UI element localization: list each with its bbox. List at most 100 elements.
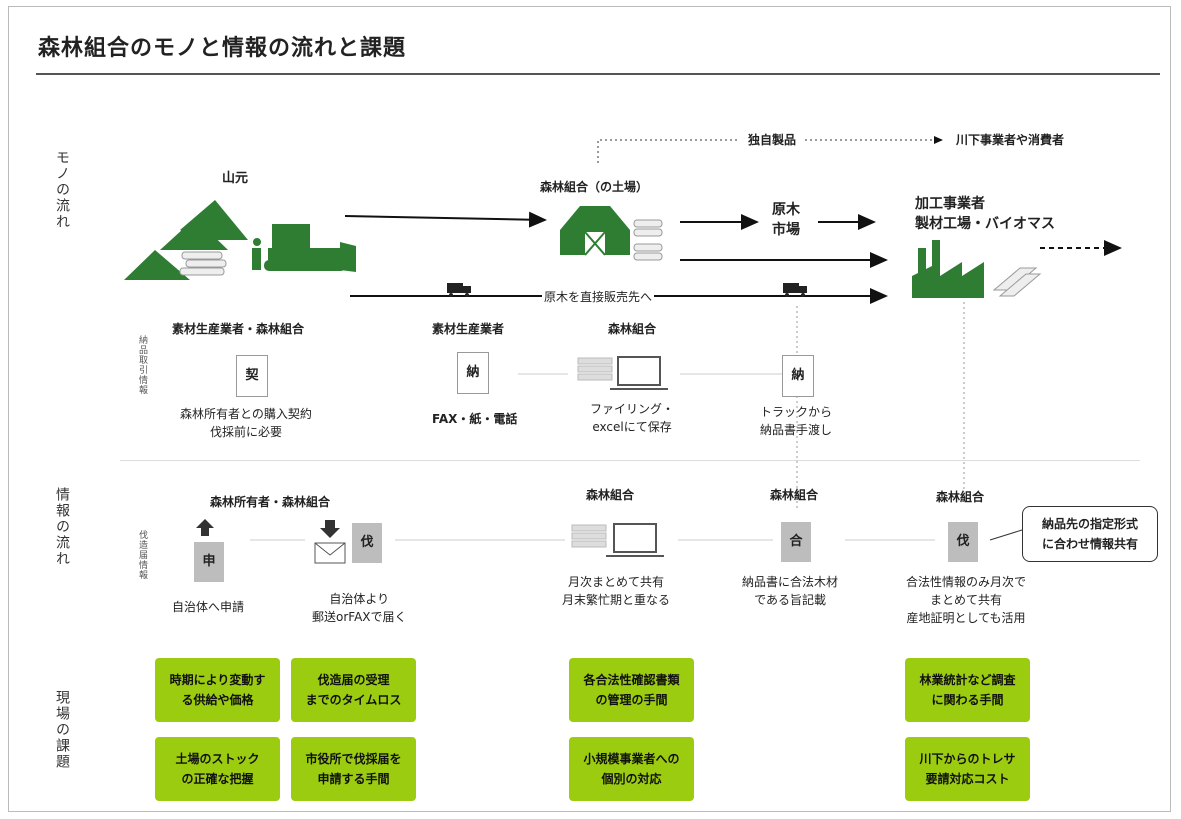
issue-line: に関わる手間 <box>931 693 1004 707</box>
delivery-doc-icon-2: 納 <box>782 355 814 397</box>
joho-text-4: 納品書に合法木材 である旨記載 <box>742 573 838 609</box>
issue-line: 川下からのトレサ <box>919 752 1016 766</box>
issue-line: 申請する手間 <box>317 772 390 786</box>
nohin-text-4b: 納品書手渡し <box>760 423 833 437</box>
barn-icon <box>560 206 630 256</box>
issue-line: の管理の手間 <box>595 693 668 707</box>
issue-line: 林業統計など調査 <box>919 673 1016 687</box>
callout-bubble: 納品先の指定形式 に合わせ情報共有 <box>1022 506 1158 562</box>
joho-head-1: 森林所有者・森林組合 <box>210 495 331 509</box>
issue-box: 小規模事業者への個別の対応 <box>569 737 694 801</box>
page-title: 森林組合のモノと情報の流れと課題 <box>38 36 407 61</box>
label-kakou-2: 製材工場・バイオマス <box>915 216 1055 232</box>
delivery-doc-icon: 納 <box>457 352 489 394</box>
bulldozer-icon <box>252 224 356 272</box>
envelope-icon <box>314 542 346 564</box>
nohin-head-1: 素材生産業者・森林組合 <box>172 322 305 336</box>
doc-char: 納 <box>466 365 480 380</box>
doc-char: 契 <box>245 368 259 383</box>
legal-doc-icon: 合 <box>781 522 811 562</box>
label-genboku: 原木 市場 <box>772 200 800 240</box>
joho-head-4: 森林組合 <box>770 488 819 502</box>
issue-line: 要請対応コスト <box>925 772 1010 786</box>
nohin-head-3: 森林組合 <box>608 322 657 336</box>
joho-text-4b: である旨記載 <box>754 593 826 607</box>
joho-text-3: 月次まとめて共有 月末繁忙期と重なる <box>562 573 670 609</box>
label-kawashimo: 川下事業者や消費者 <box>956 133 1065 147</box>
joho-head-5: 森林組合 <box>936 490 985 504</box>
doc-char: 伐 <box>956 534 970 549</box>
issue-box: 林業統計など調査に関わる手間 <box>905 658 1030 722</box>
joho-text-2: 自治体より 郵送orFAXで届く <box>312 590 407 626</box>
sub-label-nohin: 納品取引情報 <box>137 335 147 395</box>
joho-text-5c: 産地証明としても活用 <box>906 611 1026 625</box>
joho-text-5: 合法性情報のみ月次で まとめて共有 産地証明としても活用 <box>906 573 1026 627</box>
label-chokusetsu: 原木を直接販売先へ <box>542 288 655 306</box>
nohin-text-4: トラックから 納品書手渡し <box>760 403 832 439</box>
joho-text-4a: 納品書に合法木材 <box>742 575 839 589</box>
nohin-text-4a: トラックから <box>760 405 833 419</box>
contract-doc-icon: 契 <box>236 355 268 397</box>
application-doc-icon: 申 <box>194 542 224 582</box>
nohin-text-1: 森林所有者との購入契約 伐採前に必要 <box>180 405 312 441</box>
log-pile-icon <box>179 251 227 276</box>
label-yamamoto: 山元 <box>222 171 249 186</box>
issue-line: 各合法性確認書類 <box>583 673 680 687</box>
felling-doc-icon: 伐 <box>352 523 382 563</box>
nohin-text-3b: excelにて保存 <box>592 420 672 434</box>
issue-line: 時期により変動す <box>169 673 266 687</box>
laptop-icon-2 <box>571 523 664 557</box>
label-kakou: 加工事業者 製材工場・バイオマス <box>915 194 1055 234</box>
lumber-icon <box>992 267 1042 297</box>
truck-icon <box>447 283 471 297</box>
section-divider <box>120 460 1140 461</box>
nohin-head-2: 素材生産業者 <box>432 322 505 336</box>
mountain-icon <box>124 200 248 280</box>
label-dokuji: 独自製品 <box>746 131 799 149</box>
doc-char: 伐 <box>360 535 374 550</box>
row-label-joho: 情報の流れ <box>54 487 70 567</box>
issue-line: 小規模事業者への <box>583 752 680 766</box>
joho-text-2b: 郵送orFAXで届く <box>312 610 407 624</box>
issue-line: までのタイムロス <box>305 693 402 707</box>
label-genboku-2: 市場 <box>772 222 800 238</box>
callout-line-2: に合わせ情報共有 <box>1041 537 1138 551</box>
label-kakou-1: 加工事業者 <box>915 196 985 212</box>
joho-text-3b: 月末繁忙期と重なる <box>562 593 671 607</box>
factory-icon <box>912 240 984 298</box>
issue-box: 時期により変動する供給や価格 <box>155 658 280 722</box>
issue-line: の正確な把握 <box>181 772 254 786</box>
truck-icon-2 <box>783 283 807 297</box>
doc-char: 合 <box>789 534 803 549</box>
nohin-text-2: FAX・紙・電話 <box>432 412 518 426</box>
joho-text-5b: まとめて共有 <box>930 593 1003 607</box>
joho-text-3a: 月次まとめて共有 <box>568 575 665 589</box>
joho-head-3: 森林組合 <box>586 488 635 502</box>
page-frame <box>8 6 1171 812</box>
issue-line: 個別の対応 <box>601 772 662 786</box>
issue-box: 市役所で伐採届を申請する手間 <box>291 737 416 801</box>
download-arrow-icon <box>320 520 340 538</box>
issue-box: 伐造届の受理までのタイムロス <box>291 658 416 722</box>
nohin-text-1a: 森林所有者との購入契約 <box>180 407 312 421</box>
row-label-genba: 現場の課題 <box>54 690 70 770</box>
joho-text-1: 自治体へ申請 <box>172 600 245 614</box>
issue-line: 伐造届の受理 <box>317 673 390 687</box>
label-genboku-1: 原木 <box>772 202 800 218</box>
title-rule <box>36 73 1160 75</box>
issue-line: 市役所で伐採届を <box>305 752 402 766</box>
label-kumiai-dotaba: 森林組合（の土場） <box>540 180 649 194</box>
doc-char: 納 <box>791 368 805 383</box>
issue-line: 土場のストック <box>175 752 260 766</box>
sub-label-batsuzo: 伐造届情報 <box>137 530 147 580</box>
felling-doc-icon-2: 伐 <box>948 522 978 562</box>
row-label-mono: モノの流れ <box>54 150 70 230</box>
nohin-text-3: ファイリング・ excelにて保存 <box>590 400 674 436</box>
laptop-icon <box>577 356 668 390</box>
log-icon <box>633 219 663 261</box>
issue-box: 土場のストックの正確な把握 <box>155 737 280 801</box>
nohin-text-3a: ファイリング・ <box>590 402 675 416</box>
issue-line: る供給や価格 <box>181 693 254 707</box>
nohin-text-1b: 伐採前に必要 <box>209 425 282 439</box>
